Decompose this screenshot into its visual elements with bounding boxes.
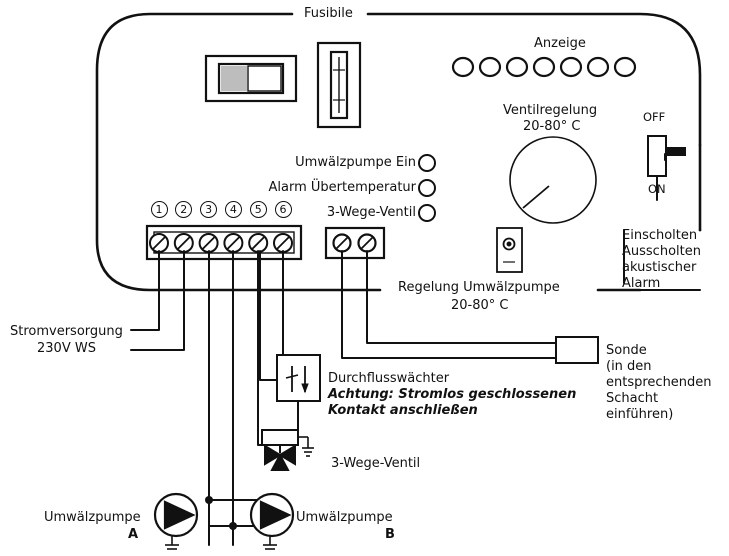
pump-range-label: 20-80° C (451, 298, 509, 313)
pump-b-symbol (249, 492, 295, 538)
valve-range-label: 20-80° C (523, 119, 581, 134)
alarm-label: Alarm (622, 276, 661, 291)
probe-label-4: Schacht (606, 391, 659, 406)
terminal-number: 1 (150, 201, 168, 218)
acoustic-label: akustischer (622, 260, 697, 275)
terminal-number: 6 (274, 201, 292, 218)
pump-b-letter: B (385, 527, 395, 542)
fuse-holder (316, 41, 362, 129)
display-led (451, 56, 475, 78)
power-supply-label: Stromversorgung (10, 324, 123, 339)
pump-control-label: Regelung Umwälzpumpe (398, 280, 560, 295)
terminal-number: 4 (224, 201, 242, 218)
valve-dial (509, 136, 597, 224)
terminal-number: 3 (200, 201, 218, 218)
power-switch (647, 135, 686, 177)
pump-b-label: Umwälzpumpe (296, 510, 393, 525)
terminal-screw-slot (201, 236, 216, 250)
box-outline-top-left (95, 12, 382, 292)
pump-a-label: Umwälzpumpe (44, 510, 141, 525)
pump-on-label: Umwälzpumpe Ein (295, 155, 416, 170)
probe-label-3: entsprechenden (606, 375, 712, 390)
display-label: Anzeige (534, 36, 586, 51)
display-led (478, 56, 502, 78)
alarm-overtemp-label: Alarm Übertemperatur (268, 180, 417, 195)
probe-sensor (555, 336, 599, 364)
three-way-valve-label: 3-Wege-Ventil (331, 456, 421, 471)
off-label: OFF (643, 110, 666, 124)
indicator-leds (418, 154, 436, 222)
terminal-screw-slot (177, 236, 191, 250)
flow-switch-label: Durchflusswächter (328, 371, 450, 386)
terminal-screws (149, 233, 293, 253)
warning-line-1: Achtung: Stromlos geschlossenen (328, 387, 577, 402)
fuse-label: Fusibile (304, 6, 353, 21)
pump-junctions (205, 496, 237, 530)
probe-label-2: (in den (606, 359, 652, 374)
terminal-number: 2 (175, 201, 193, 218)
probe-label-1: Sonde (606, 343, 647, 358)
three-way-valve-indicator-label: 3-Wege-Ventil (326, 205, 416, 220)
ground-symbols (165, 536, 277, 550)
switch-off-label: Ausscholten (622, 244, 701, 259)
display-led (613, 56, 637, 78)
warning-line-2: Kontakt anschließen (328, 403, 478, 418)
terminal-number: 5 (249, 201, 267, 218)
terminal-screw-slot (251, 236, 265, 250)
terminal-block-probe (324, 226, 386, 260)
probe-label-5: einführen) (606, 407, 674, 422)
terminal-screw-slot (276, 236, 290, 250)
pump-a-letter: A (128, 527, 139, 542)
box-outline-top-right (366, 12, 702, 147)
display-led (532, 56, 556, 78)
display-led (586, 56, 610, 78)
voltage-label: 230V WS (37, 341, 96, 356)
on-label: ON (648, 182, 666, 196)
selector-switch (204, 54, 298, 103)
switch-on-label: Einscholten (622, 228, 698, 243)
display-led (559, 56, 583, 78)
three-way-valve-symbol (261, 429, 314, 471)
pump-a-symbol (153, 492, 199, 538)
flow-switch (276, 354, 321, 402)
display-leds (451, 56, 637, 78)
valve-control-label: Ventilregelung (503, 103, 598, 118)
pump-control-trimmer (496, 227, 523, 273)
terminal-screw-slot (152, 236, 166, 250)
terminal-screw-slot (226, 236, 241, 250)
display-led (505, 56, 529, 78)
